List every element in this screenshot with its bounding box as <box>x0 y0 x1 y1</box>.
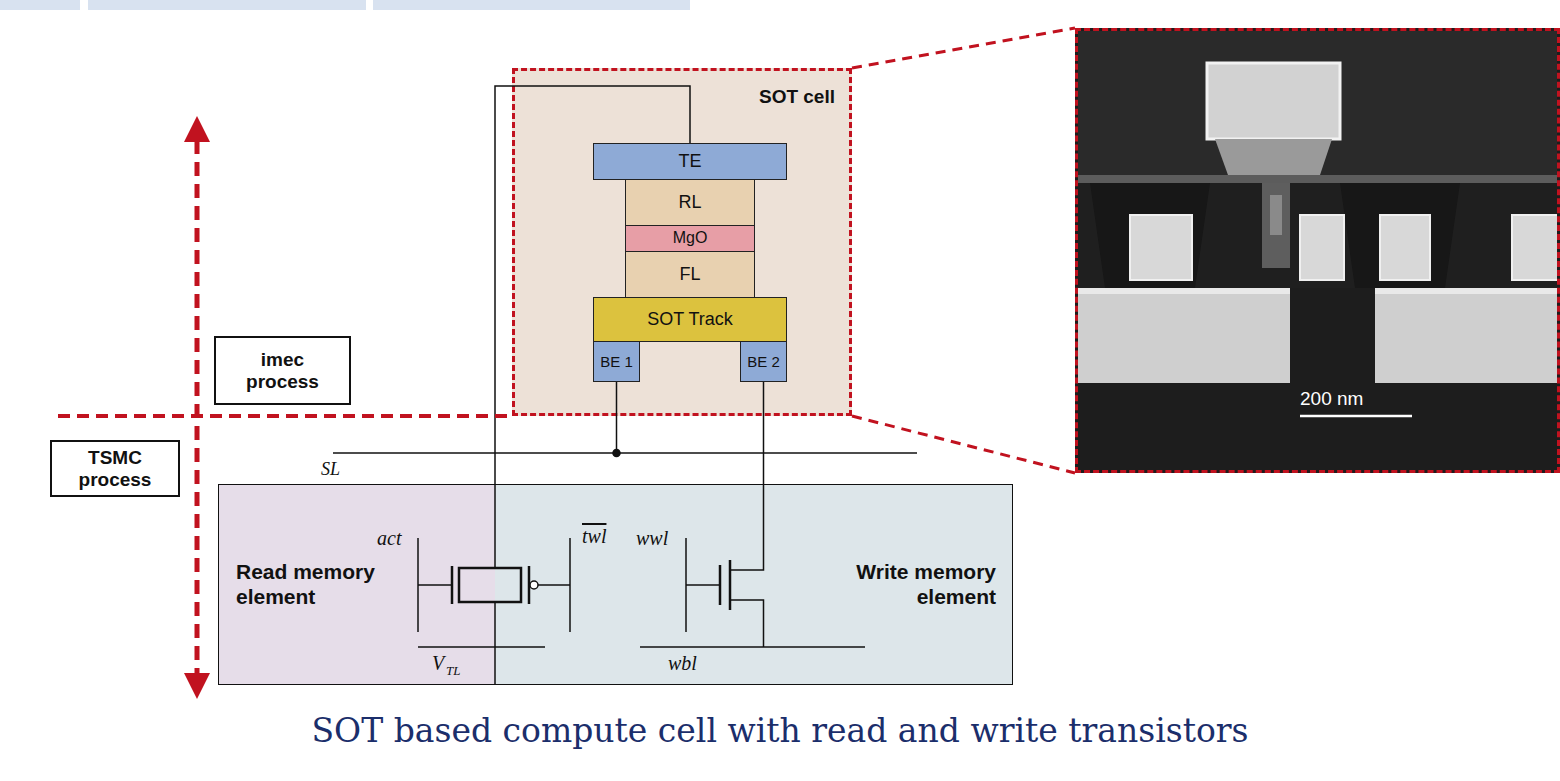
channel-line <box>729 560 732 610</box>
node-label: FL <box>679 264 700 285</box>
vtl-line <box>418 646 545 648</box>
signal-label: wbl <box>668 652 697 674</box>
signal-label: SL <box>321 460 340 480</box>
scale-bar <box>1300 415 1412 418</box>
write-element-region: Write memory element <box>495 484 1013 685</box>
bottom-electrode: BE 2 <box>740 341 787 382</box>
process-divider <box>58 116 512 699</box>
barrier-layer: MgO <box>625 225 755 252</box>
header-bar <box>373 0 690 10</box>
node-label: imec process <box>228 349 338 393</box>
node-label: MgO <box>673 229 708 247</box>
free-layer: FL <box>625 251 755 298</box>
source-line-wire <box>333 452 917 454</box>
node-label: SOT cell <box>759 86 835 108</box>
sem-plug <box>1300 215 1344 280</box>
signal-label: TL <box>446 664 460 678</box>
sem-plug <box>1380 215 1430 280</box>
node-label: Write memory element <box>826 560 996 608</box>
sem-column <box>1262 183 1290 268</box>
node-label: SOT Track <box>647 309 733 330</box>
sem-via <box>1090 183 1210 288</box>
sem-band <box>1078 175 1557 183</box>
wwl-gate-wire <box>686 584 720 586</box>
zoom-line <box>852 416 1075 473</box>
caption-holder: SOT based compute cell with read and wri… <box>0 712 1560 750</box>
process-boundary-line <box>58 414 512 418</box>
read-element-region: Read memory element <box>218 484 495 685</box>
stack-arrow-head <box>184 673 210 699</box>
sem-block-edge <box>1078 288 1290 294</box>
signal-label: V <box>432 652 444 674</box>
sem-upper-layer <box>1078 31 1557 175</box>
zoom-line <box>852 28 1075 68</box>
wire <box>763 382 765 484</box>
node-label: Read memory element <box>236 560 406 608</box>
sem-pillar-base <box>1215 139 1332 175</box>
stack-arrow-head <box>184 116 210 142</box>
junction-dot <box>613 450 620 457</box>
header-bar <box>0 0 80 10</box>
node-label: TSMC process <box>65 447 165 491</box>
sem-plug <box>1130 215 1192 280</box>
vtl-wire <box>494 602 496 685</box>
signal-label: twl <box>582 525 606 547</box>
sem-via <box>1340 183 1460 288</box>
sem-block-edge <box>1375 288 1557 294</box>
sem-pillar <box>1207 63 1340 139</box>
te-wire <box>494 484 496 568</box>
sem-bottom-block <box>1375 288 1557 383</box>
twl-gate-line <box>569 538 571 632</box>
signal-label: wwl <box>636 527 668 549</box>
gate-plate <box>719 565 722 605</box>
node-label: 200 nm <box>1300 388 1363 410</box>
wbl-line <box>640 646 865 648</box>
header-bars <box>0 0 690 10</box>
reference-layer: RL <box>625 179 755 226</box>
act-gate-wire <box>418 584 452 586</box>
stack-arrow-shaft <box>195 140 200 675</box>
top-electrode-layer: TE <box>593 143 787 180</box>
node-label: BE 1 <box>600 353 633 370</box>
figure-caption: SOT based compute cell with read and wri… <box>312 711 1249 750</box>
sem-plug <box>1512 215 1557 280</box>
sem-bottom-block <box>1078 288 1290 383</box>
header-bar <box>88 0 366 10</box>
node-label: RL <box>678 192 701 213</box>
inversion-bubble <box>530 581 538 589</box>
twl-gate-wire <box>538 584 570 586</box>
sot-track-layer: SOT Track <box>593 297 787 342</box>
process-box: TSMC process <box>50 440 180 497</box>
signal-label: act <box>377 527 401 549</box>
sem-middle-layer <box>1078 183 1557 288</box>
sot-cell-region: SOT cellTE RL MgO FL SOT Track BE 1 BE 2 <box>512 68 852 416</box>
connector-group <box>495 28 1075 484</box>
gate-plate <box>451 566 454 604</box>
sem-column-core <box>1270 195 1282 235</box>
bottom-electrode: BE 1 <box>593 341 640 382</box>
be1-wire <box>616 382 618 453</box>
node-label: BE 2 <box>747 353 780 370</box>
node-label: TE <box>678 151 701 172</box>
process-box: imec process <box>214 336 351 405</box>
